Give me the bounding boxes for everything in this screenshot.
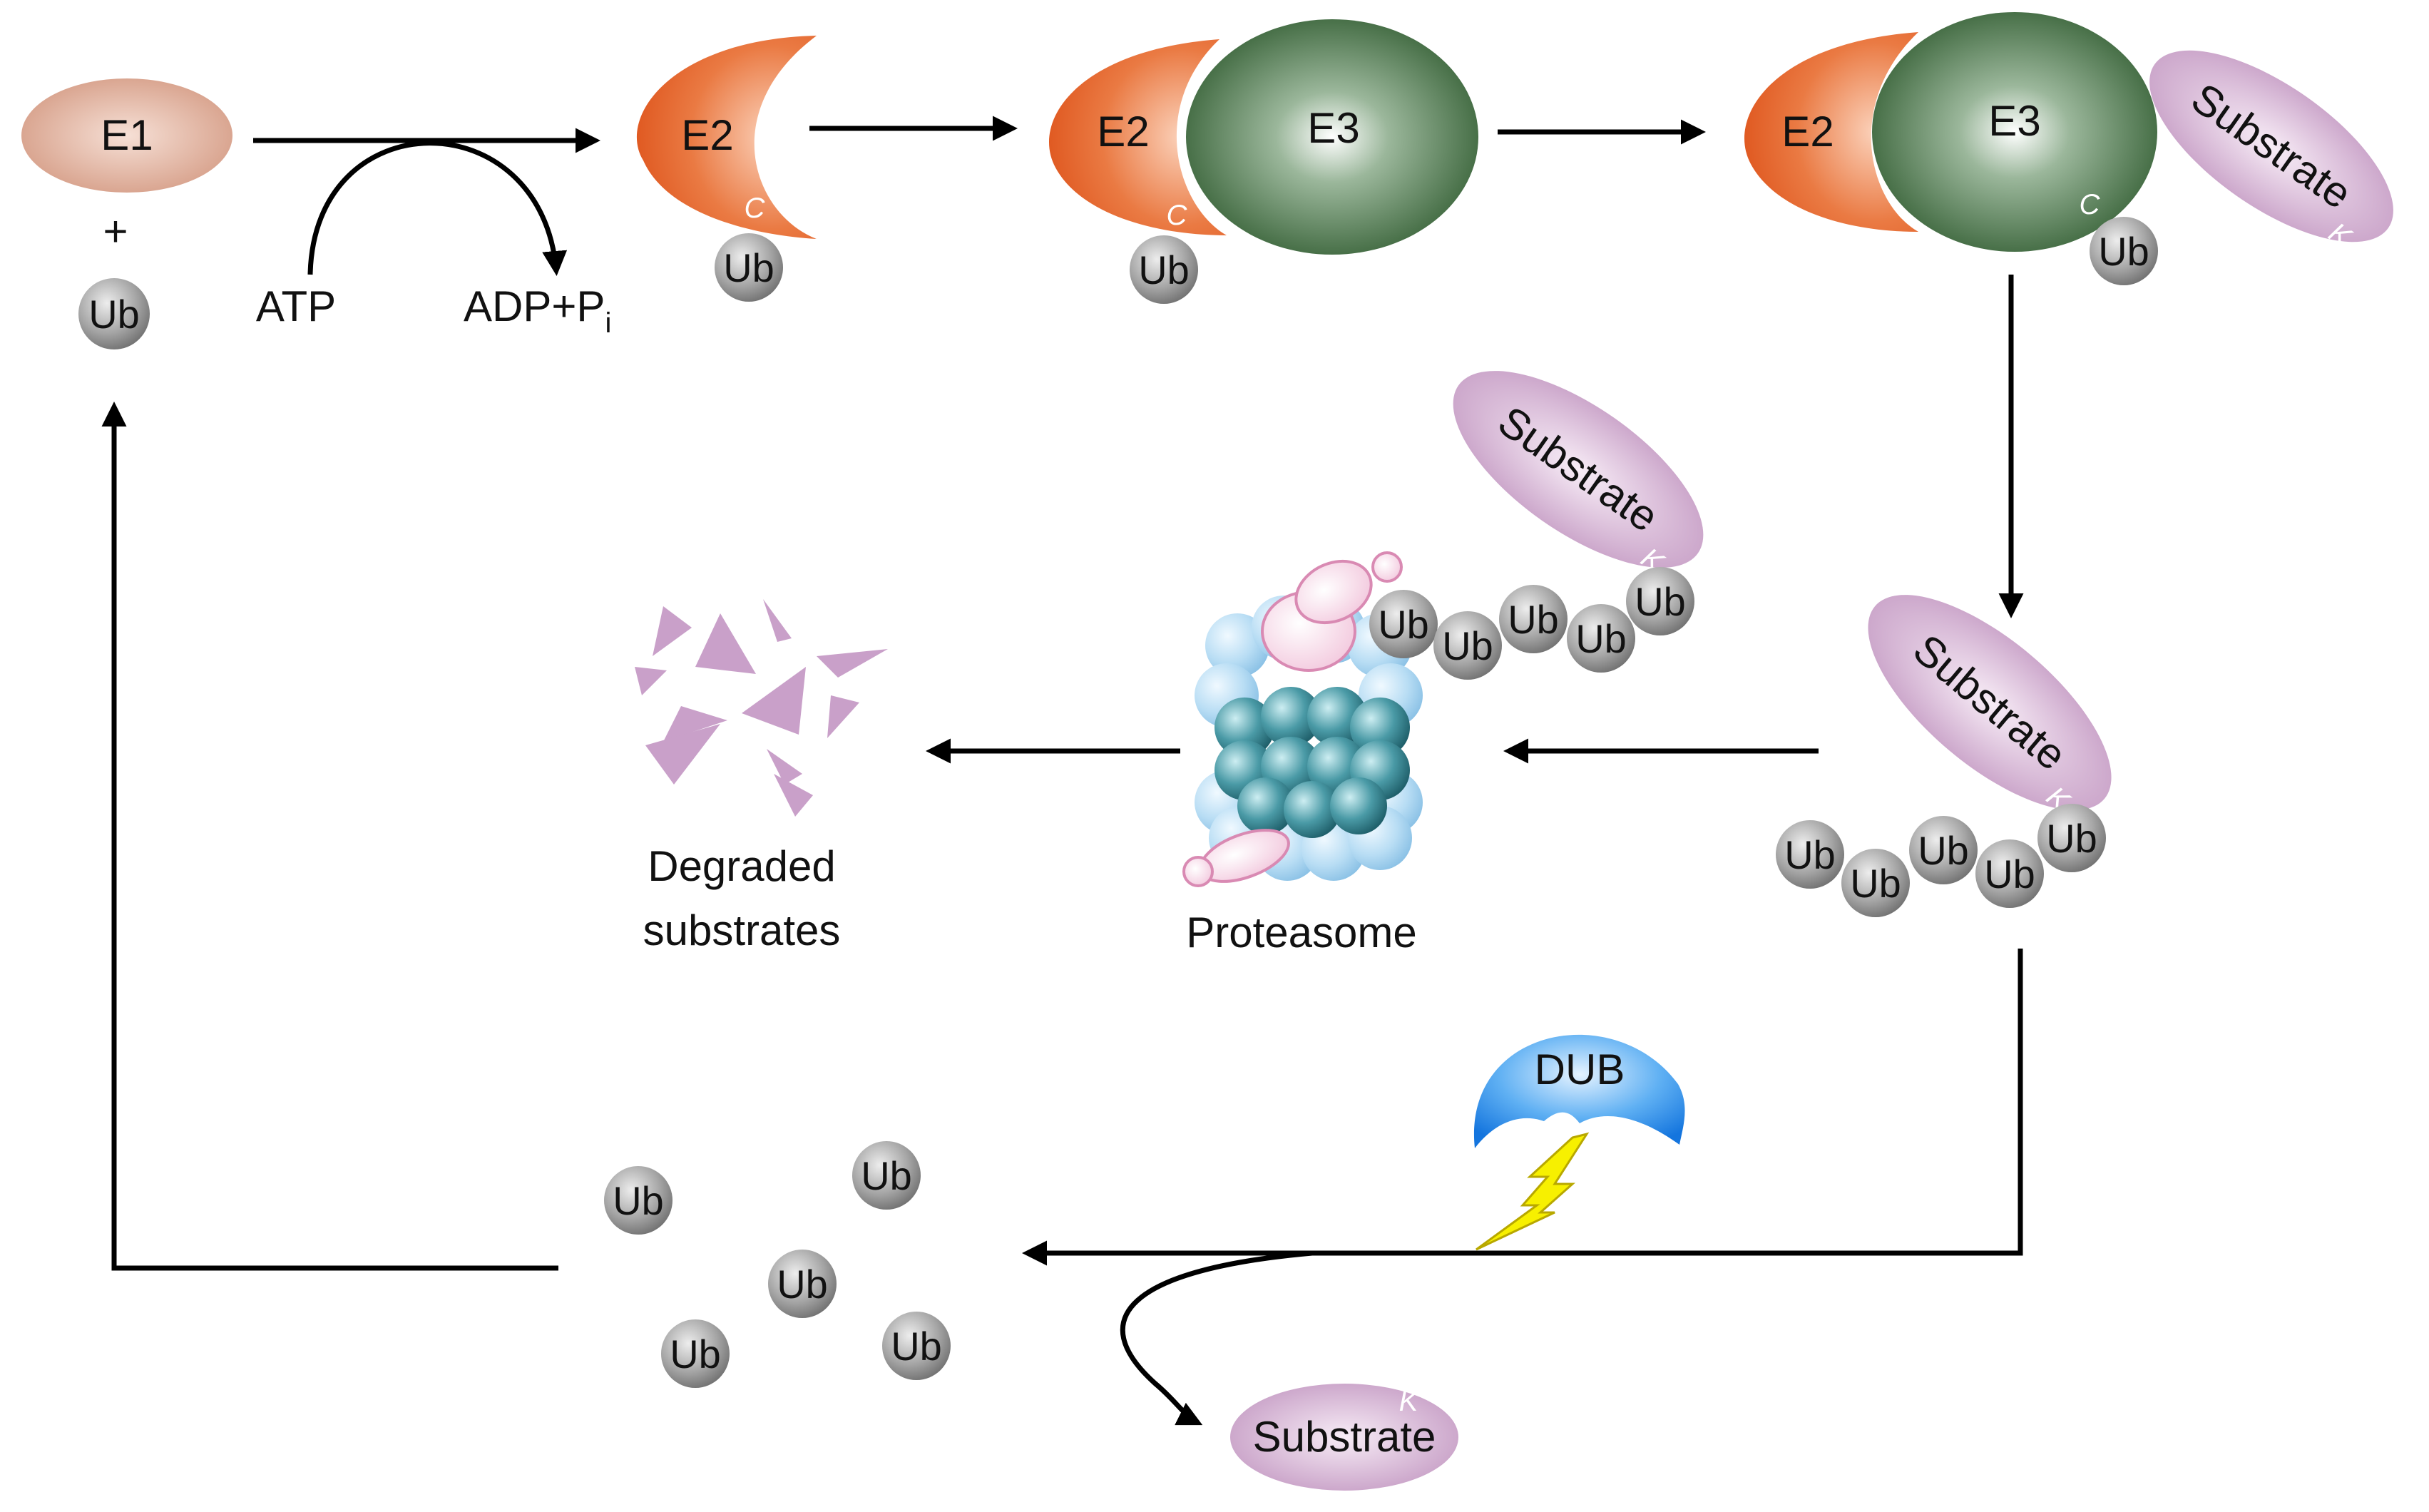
ub-chain-unit: Ub	[1433, 611, 1502, 680]
ub-label: Ub	[1508, 597, 1559, 642]
ub-label: Ub	[1850, 861, 1901, 906]
ub-chain-unit: Ub	[1626, 567, 1694, 635]
ub-chain-unit: Ub	[1909, 816, 1978, 884]
e1-label: E1	[101, 111, 153, 159]
lightning-icon	[1476, 1132, 1590, 1251]
ub-free-1: Ub	[78, 278, 150, 349]
ub-label: Ub	[670, 1332, 721, 1376]
ub-on-e2: Ub	[715, 233, 783, 302]
ub-chain-unit: Ub	[1841, 849, 1910, 917]
substrate: Substrate K	[1868, 595, 2112, 818]
ub-label: Ub	[613, 1178, 664, 1223]
ub-chain: Ub Ub Ub Ub Ub	[1776, 804, 2106, 917]
ub-free: Ub	[661, 1319, 730, 1388]
e2-enzyme	[1048, 39, 1227, 235]
lys-label: K	[1399, 1386, 1420, 1417]
proteasome-label: Proteasome	[1186, 909, 1417, 956]
arrow-recycle-to-e1	[101, 402, 558, 1271]
released-substrate: Substrate K	[1230, 1384, 1458, 1491]
activation-arrow: ATP ADP+Pi	[253, 128, 611, 339]
dub-path	[1022, 949, 2023, 1426]
ub-label: Ub	[1138, 247, 1190, 292]
ub-free: Ub	[852, 1141, 921, 1210]
e2-enzyme	[636, 36, 817, 239]
ub-label: Ub	[1784, 832, 1836, 877]
substrate: Substrate K	[2149, 50, 2393, 255]
proteasome-cap-top	[1261, 551, 1403, 672]
ub-label: Ub	[2098, 229, 2149, 274]
e2-enzyme	[1744, 32, 1918, 232]
substrate: Substrate K	[1453, 371, 1704, 579]
ub-chain-unit: Ub	[1567, 604, 1635, 673]
ub-label: Ub	[861, 1153, 912, 1198]
ub-on-e2: Ub	[1130, 235, 1198, 304]
ub-chain-unit: Ub	[1975, 839, 2044, 908]
e1-enzyme	[21, 78, 232, 193]
e2-e3-complex: E2 C E3 Ub	[1048, 19, 1478, 304]
ub-label: Ub	[1442, 623, 1493, 668]
ub-label: Ub	[777, 1262, 828, 1307]
proteasome-cap-bottom	[1182, 829, 1290, 887]
e2-label: E2	[1781, 108, 1834, 155]
adp-subscript: i	[605, 307, 611, 339]
proteasome-complex: Substrate K Ub Ub Ub Ub Ub Proteasome	[1182, 371, 1704, 956]
substrate-label: Substrate	[1253, 1413, 1436, 1461]
proteasome-core	[1214, 687, 1410, 838]
e2-label: E2	[681, 111, 733, 159]
ub-label: Ub	[1635, 579, 1686, 624]
e3-label: E3	[1307, 104, 1359, 152]
e3-ligase	[1186, 19, 1478, 255]
ub-label: Ub	[1575, 616, 1627, 661]
cys-label: C	[1167, 200, 1188, 231]
ub-label: Ub	[1378, 602, 1429, 647]
ub-label: Ub	[1918, 828, 1969, 873]
ub-chain: Ub Ub Ub Ub Ub	[1369, 567, 1694, 680]
ub-label: Ub	[1984, 852, 2035, 897]
dub-shape	[1473, 1034, 1685, 1148]
plus-sign: +	[103, 208, 128, 255]
ub-chain-unit: Ub	[1369, 590, 1438, 658]
ub-free: Ub	[604, 1166, 673, 1235]
ub-chain-unit: Ub	[1776, 820, 1844, 889]
ub-label: Ub	[891, 1324, 942, 1369]
ub-chain-unit: Ub	[2037, 804, 2106, 872]
free-ubiquitin-pool: Ub Ub Ub Ub Ub	[604, 1141, 951, 1388]
e2-e3-substrate-complex: E2 E3 C Substrate K Ub	[1744, 12, 2393, 285]
e3-label: E3	[1988, 97, 2040, 145]
ub-free: Ub	[882, 1312, 951, 1380]
dub-label: DUB	[1535, 1046, 1625, 1093]
degraded-label-line2: substrates	[643, 906, 841, 954]
ub-label: Ub	[88, 292, 140, 337]
degraded-label-line1: Degraded	[648, 842, 836, 890]
degraded-fragments	[635, 599, 888, 817]
ub-label: Ub	[2046, 816, 2097, 861]
ub-chain-unit: Ub	[1499, 585, 1568, 653]
dub-enzyme: DUB	[1473, 1034, 1685, 1251]
cys-label: C	[2080, 189, 2101, 220]
polyubiquitinated-substrate: Substrate K Ub Ub Ub Ub Ub	[1776, 595, 2112, 917]
ub-on-e3: Ub	[2090, 217, 2158, 285]
e2-ub-complex: E2 C Ub	[636, 36, 817, 302]
e3-ligase	[1872, 12, 2157, 252]
atp-label: ATP	[256, 282, 336, 330]
e2-label: E2	[1097, 108, 1149, 155]
cys-label: C	[745, 193, 766, 224]
e1-complex: E1 + Ub	[21, 78, 232, 349]
ub-free: Ub	[768, 1250, 837, 1318]
ub-label: Ub	[723, 245, 774, 290]
adp-label: ADP+Pi	[464, 282, 611, 339]
